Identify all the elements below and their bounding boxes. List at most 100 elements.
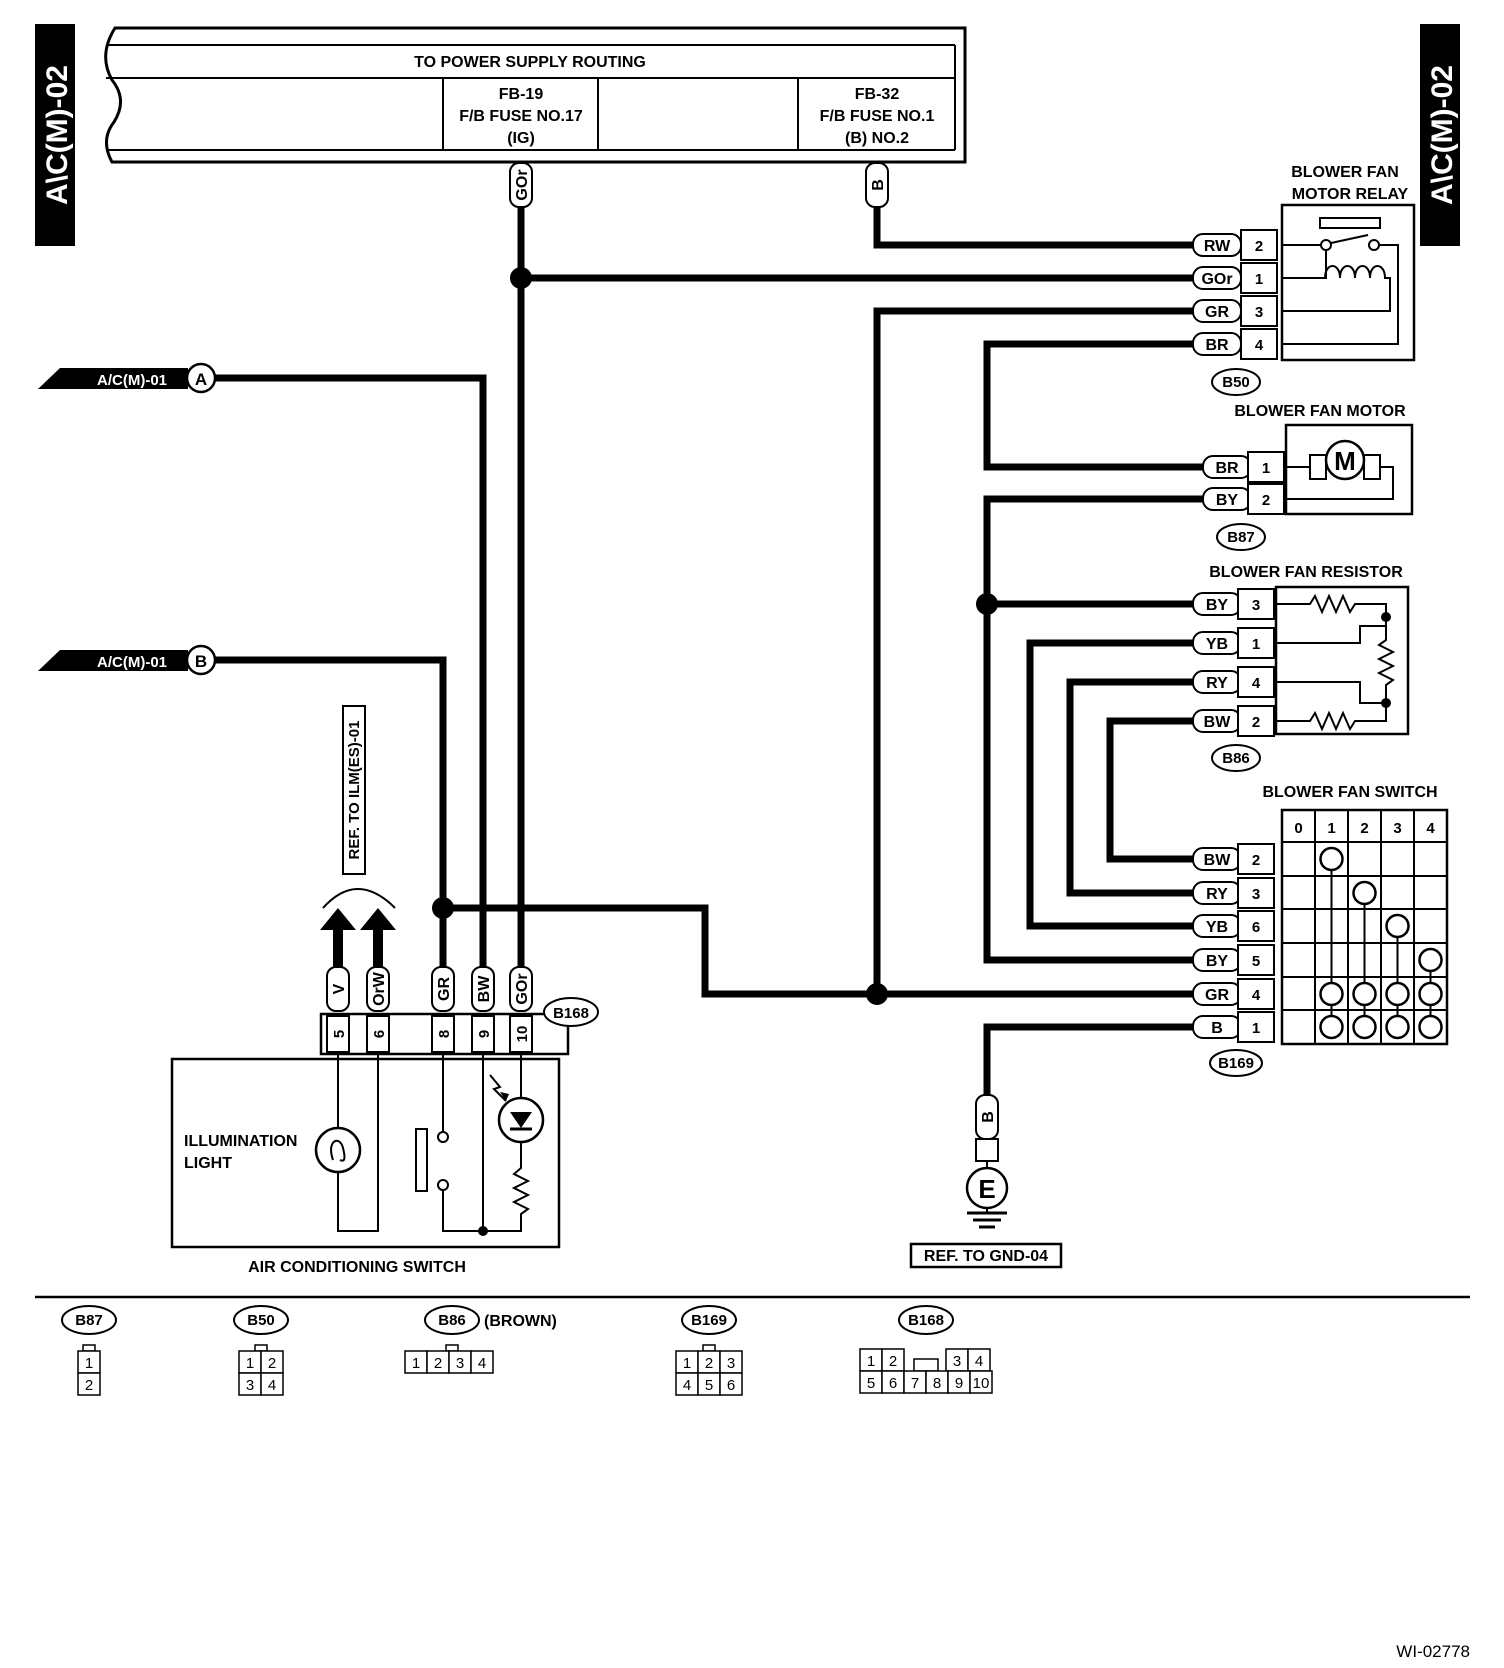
switch-contact	[1352, 1014, 1377, 1040]
switch-pin-2: BW 2	[1192, 843, 1275, 875]
switch-pin-number: 2	[1252, 852, 1260, 869]
resistor-title: BLOWER FAN RESISTOR	[1209, 564, 1403, 581]
motor-pin-2: BY 2	[1202, 483, 1285, 515]
switch-wire-label: BW	[1204, 852, 1232, 869]
side-label-left-text: A\C(M)-02	[41, 65, 74, 205]
ref-ilm: REF. TO ILM(ES)-01	[322, 705, 396, 909]
motor-wire-label: BY	[1216, 492, 1239, 509]
ac-switch-title: AIR CONDITIONING SWITCH	[248, 1259, 466, 1276]
motor-pin-number: 2	[1262, 492, 1270, 509]
b50-cavity: 2	[268, 1355, 276, 1372]
ref-a: A/C(M)-01 A	[38, 362, 217, 394]
switch-pin-number: 1	[1252, 1020, 1260, 1037]
b86-cavity: 2	[434, 1355, 442, 1372]
blower-fan-motor: BLOWER FAN MOTOR M	[1234, 403, 1414, 516]
switch-pin-number: 3	[1252, 886, 1260, 903]
ground-symbol: E	[978, 1174, 995, 1204]
relay-wire-label: GOr	[1201, 271, 1232, 288]
switch-contact	[1385, 1014, 1410, 1040]
ac-switch-pin-number: 5	[331, 1030, 348, 1038]
ac-switch-pin-number: 8	[436, 1030, 453, 1038]
ac-switch-wire-label: GOr	[514, 973, 531, 1004]
ac-switch-wire-label: OrW	[371, 971, 388, 1006]
switch-pin-3: RY 3	[1192, 877, 1275, 909]
wire-label-fb19: GOr	[509, 162, 533, 208]
b169-cavity: 2	[705, 1355, 713, 1372]
svg-text:B87: B87	[1227, 529, 1255, 546]
resistor-pin-3: BY 3	[1192, 588, 1275, 620]
b87-cavity: 2	[85, 1377, 93, 1394]
svg-text:B50: B50	[1222, 374, 1250, 391]
switch-contact	[1352, 981, 1377, 1007]
relay-wire-label: BR	[1205, 337, 1229, 354]
b168-view-tag: B168	[908, 1312, 944, 1329]
svg-text:B: B	[195, 652, 207, 671]
resistor-pin-number: 3	[1252, 597, 1260, 614]
wires	[211, 201, 1209, 1099]
switch-contact	[1319, 981, 1344, 1007]
svg-text:A: A	[195, 370, 207, 389]
ac-switch-pin-number: 6	[371, 1030, 388, 1038]
resistor-wire-label: RY	[1206, 675, 1228, 692]
switch-pin-number: 5	[1252, 953, 1260, 970]
ground-wire-label: B	[980, 1111, 997, 1123]
svg-text:B: B	[870, 179, 887, 191]
relay-pin-2: RW 2	[1192, 229, 1278, 261]
fb32-line3: (B) NO.2	[845, 130, 909, 147]
relay-pin-4: BR 4	[1192, 328, 1278, 360]
blower-fan-motor-relay: BLOWER FAN MOTOR RELAY	[1280, 164, 1416, 362]
relay-pin-number: 4	[1255, 337, 1264, 354]
b50-cavity: 1	[246, 1355, 254, 1372]
side-label-right: A\C(M)-02	[1420, 24, 1460, 246]
fb19-line3: (IG)	[507, 130, 535, 147]
blower-fan-resistor: BLOWER FAN RESISTOR	[1209, 564, 1410, 736]
b168-cavity: 5	[867, 1375, 875, 1392]
ac-switch-pin-number: 10	[514, 1026, 531, 1043]
b86-color-note: (BROWN)	[484, 1313, 557, 1330]
fan-switch-title: BLOWER FAN SWITCH	[1262, 784, 1437, 801]
b168-cavity: 10	[973, 1375, 990, 1392]
fb19-line2: F/B FUSE NO.17	[459, 108, 583, 125]
ac-switch-wire-label: BW	[476, 975, 493, 1003]
b86-cavity: 4	[478, 1355, 486, 1372]
motor-pin-number: 1	[1262, 460, 1270, 477]
svg-text:B86: B86	[1222, 750, 1250, 767]
b50-cavity: 3	[246, 1377, 254, 1394]
b168-cavity: 1	[867, 1353, 875, 1370]
relay-pin-number: 3	[1255, 304, 1263, 321]
switch-wire-label: RY	[1206, 886, 1228, 903]
motor-title: BLOWER FAN MOTOR	[1234, 403, 1406, 420]
b86-view-tag: B86	[438, 1312, 466, 1329]
motor-symbol: M	[1334, 446, 1356, 476]
wire-label-fb32: B	[865, 162, 889, 208]
svg-text:A/C(M)-01: A/C(M)-01	[97, 372, 167, 389]
relay-title-1: BLOWER FAN	[1291, 164, 1399, 181]
switch-position-1: 1	[1327, 820, 1335, 837]
relay-title-2: MOTOR RELAY	[1292, 186, 1409, 203]
b50-cavity: 4	[268, 1377, 276, 1394]
ref-b: A/C(M)-01 B	[38, 644, 217, 676]
b50-view-tag: B50	[247, 1312, 275, 1329]
b168-cavity: 2	[889, 1353, 897, 1370]
relay-pin-number: 2	[1255, 238, 1263, 255]
relay-wire-label: RW	[1204, 238, 1231, 255]
side-label-left: A\C(M)-02	[35, 24, 75, 246]
switch-pin-5: BY 5	[1192, 944, 1275, 976]
b168-cavity: 4	[975, 1353, 983, 1370]
ac-switch-pin-5: V5	[326, 966, 350, 1053]
resistor-wire-label: BY	[1206, 597, 1229, 614]
svg-text:GOr: GOr	[514, 169, 531, 200]
switch-wire-label: BY	[1206, 953, 1229, 970]
switch-contact	[1385, 981, 1410, 1007]
b168-cavity: 8	[933, 1375, 941, 1392]
ac-switch-wire-label: V	[331, 983, 348, 994]
